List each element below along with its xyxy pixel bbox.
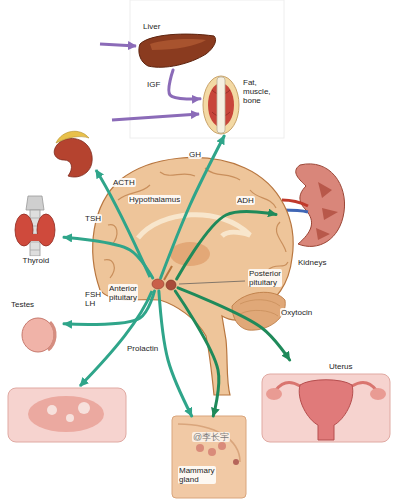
leader-line: [179, 281, 245, 284]
kidney-illustration: [316, 182, 338, 240]
organ-node: Fat, muscle, bone: [200, 72, 280, 136]
gland-node: Posterior pituitary: [166, 279, 178, 291]
organ-node: Liver: [136, 22, 216, 70]
uterus-illustration: [262, 374, 390, 442]
mammary-illustration: [178, 424, 240, 462]
ovary-illustration: [8, 388, 126, 442]
mammary-illustration: [196, 444, 204, 452]
hormone-label: Prolactin: [126, 344, 159, 353]
brain-illustration: [93, 158, 293, 395]
hormone-label: GH: [188, 150, 202, 159]
mammary-illustration: [233, 459, 239, 465]
liver-illustration: [150, 39, 206, 50]
mammary-illustration: [172, 416, 246, 498]
mammary-illustration: [208, 448, 216, 456]
node-label: Kidneys: [297, 258, 327, 267]
liver-illustration: [139, 34, 216, 67]
brain-illustration: [104, 168, 288, 278]
kidney-illustration: [282, 200, 308, 206]
organ-node: Mammary gland: [172, 416, 246, 498]
adrenal-kidney-illustration: [54, 131, 92, 177]
fat-muscle-bone-illustration: [203, 76, 239, 134]
node-label: Liver: [142, 22, 161, 31]
thyroid-illustration: [37, 214, 55, 246]
organ-node: Uterus: [262, 360, 390, 444]
ovary-illustration: [8, 388, 126, 442]
brain-illustration: [93, 158, 293, 395]
brain-illustration: [166, 280, 176, 290]
brain-illustration: [152, 279, 164, 289]
layout-arrows: [80, 291, 152, 386]
watermark: @李长宇: [192, 432, 230, 442]
hormone-arrow: [64, 237, 153, 278]
node-label: Anterior pituitary: [108, 284, 138, 302]
hormone-label: ADH: [236, 196, 255, 205]
hormone-label: Oxytocin: [280, 308, 313, 317]
node-label: Uterus: [328, 362, 354, 371]
node-label: Thyroid: [22, 256, 51, 265]
ovary-illustration: [47, 405, 57, 415]
hormone-arrow: [169, 70, 200, 99]
organ-node: Thyroid: [8, 192, 64, 272]
uterus-illustration: [266, 388, 282, 400]
organ-node: Kidneys: [276, 158, 348, 270]
gland-node: Anterior pituitary: [151, 278, 165, 291]
adrenal-kidney-illustration: [56, 131, 89, 143]
thyroid-illustration: [15, 214, 33, 246]
brain-illustration: [240, 300, 280, 316]
thyroid-illustration: [28, 234, 42, 241]
brain-illustration: [138, 215, 250, 238]
brain-illustration: [170, 242, 210, 266]
hormone-label: FSH LH: [84, 290, 102, 308]
hormone-arrow: [175, 291, 219, 416]
hormone-label: IGF: [146, 80, 161, 89]
purple-input-arrows: [100, 44, 136, 46]
ovary-illustration: [28, 396, 104, 432]
fat-muscle-bone-illustration: [217, 77, 225, 133]
thyroid-illustration: [26, 196, 44, 210]
organ-node: Testes: [8, 298, 64, 354]
hormone-label: ACTH: [112, 178, 136, 187]
ovary-illustration: [66, 414, 74, 422]
hormone-label: TSH: [84, 214, 102, 223]
mammary-illustration: [172, 416, 246, 498]
ovary-illustration: [78, 402, 90, 414]
purple-input-arrows: [112, 114, 199, 120]
liver-illustration: [139, 34, 216, 67]
structure-label: Hypothalamus: [128, 195, 181, 204]
node-label: Posterior pituitary: [248, 269, 282, 287]
node-label: Fat, muscle, bone: [242, 78, 272, 106]
leader-line: [179, 281, 245, 284]
node-label: Mammary gland: [178, 466, 216, 484]
uterus-illustration: [262, 374, 390, 442]
thyroid-illustration: [15, 196, 55, 256]
mammary-illustration: [218, 442, 226, 450]
fat-muscle-bone-illustration: [203, 76, 239, 134]
adrenal-kidney-illustration: [54, 138, 92, 177]
testes-illustration: [48, 322, 55, 350]
hormone-arrow: [161, 136, 225, 278]
testes-illustration: [22, 318, 55, 352]
node-label: Testes: [10, 300, 35, 309]
purple-input-arrows: [100, 44, 199, 120]
uterus-illustration: [370, 388, 386, 400]
uterus-illustration: [299, 380, 353, 440]
